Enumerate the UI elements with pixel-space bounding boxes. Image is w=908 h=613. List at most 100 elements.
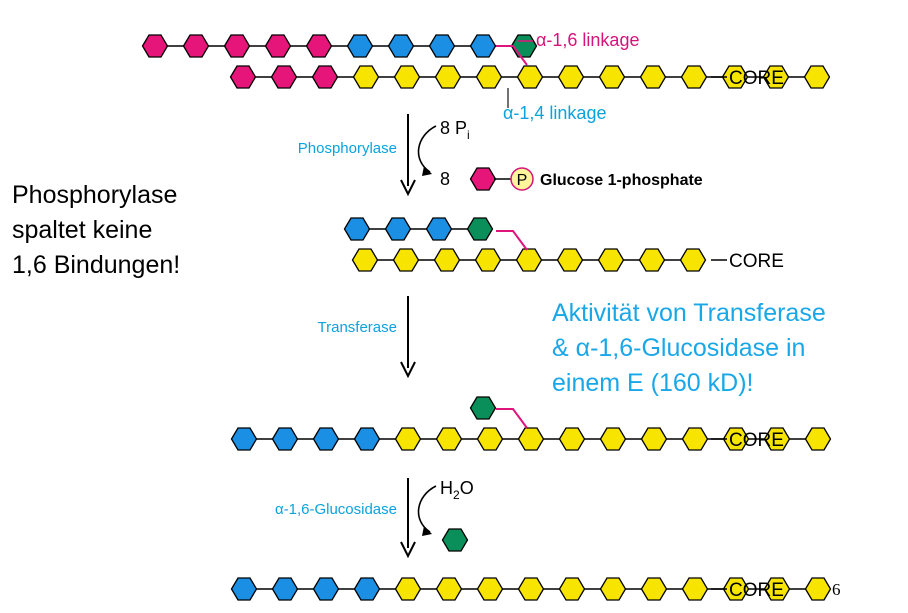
glucose-residue xyxy=(352,65,380,89)
stage3-branch-link xyxy=(496,408,528,429)
phosphorylase-curve-arrow xyxy=(417,125,437,173)
glucose-1-phosphate-label: Glucose 1-phosphate xyxy=(540,172,703,189)
stage3-core-label: CORE xyxy=(729,430,784,451)
glucose-residue xyxy=(223,34,251,58)
phosphorylase-note-line1: Phosphorylase xyxy=(12,181,178,209)
glucose-residue xyxy=(556,248,584,272)
enzyme-activity-note: Aktivität von Transferase & α-1,6-Glucos… xyxy=(552,296,892,401)
h2o-curve-arrow xyxy=(417,485,437,533)
stage2-upper-chain xyxy=(343,217,494,241)
glucose-residue xyxy=(599,427,627,451)
glucose-residue xyxy=(394,427,422,451)
phosphorylase-label: Phosphorylase xyxy=(298,140,397,157)
glucose-residue xyxy=(510,34,538,58)
glucose-residue xyxy=(387,34,415,58)
stage1-core-label: CORE xyxy=(729,68,784,89)
transferase-arrow-head xyxy=(400,361,416,379)
glucose-residue xyxy=(425,217,453,241)
glucose-residue xyxy=(466,217,494,241)
glucosidase-arrow-head xyxy=(400,541,416,559)
glucose-residue xyxy=(230,427,258,451)
glucose-residue xyxy=(721,65,749,89)
glucose-residue xyxy=(182,34,210,58)
phosphate-circle xyxy=(510,167,534,191)
glucose-residue xyxy=(639,65,667,89)
glucose-residue xyxy=(229,65,257,89)
stage4-chain xyxy=(230,577,832,601)
glucose-residue xyxy=(803,65,831,89)
stage1-upper-chain xyxy=(141,34,538,58)
glucose-residue xyxy=(469,167,497,191)
eight-label: 8 xyxy=(440,169,450,189)
glucose-residue xyxy=(230,577,258,601)
phosphorylase-note-line3: 1,6 Bindungen! xyxy=(12,251,181,279)
glucose-residue xyxy=(312,577,340,601)
stage2-core-label: CORE xyxy=(729,251,784,272)
phosphorylase-note: Phosphorylase spaltet keine 1,6 Bindunge… xyxy=(12,178,242,283)
glucose-residue xyxy=(351,248,379,272)
stage4-core-label: CORE xyxy=(729,580,784,601)
glucose-residue xyxy=(343,217,371,241)
glucose-residue xyxy=(763,577,791,601)
alpha14-linkage-label: α-1,4 linkage xyxy=(503,103,606,123)
glucose-residue xyxy=(640,577,668,601)
glucose-1-phosphate-hexagon xyxy=(469,167,497,191)
glucose-residue xyxy=(597,248,625,272)
enzyme-activity-note-line1: Aktivität von Transferase xyxy=(552,299,826,327)
glucose-residue xyxy=(679,248,707,272)
glucose-residue xyxy=(722,427,750,451)
glucose-residue xyxy=(441,528,469,552)
eight-pi-label: 8 Pi xyxy=(440,118,470,142)
glucose-residue xyxy=(433,248,461,272)
glucose-residue xyxy=(475,65,503,89)
stage3-single-residue xyxy=(469,396,497,420)
h2o-label: H2O xyxy=(440,478,474,502)
phosphorylase-curve-arrowhead xyxy=(422,166,432,176)
glucose-residue xyxy=(558,427,586,451)
glucose-residue xyxy=(598,65,626,89)
glucose-residue xyxy=(469,396,497,420)
glucose-residue xyxy=(804,427,832,451)
stage2-branch-link xyxy=(496,230,528,251)
glucose-residue xyxy=(474,248,502,272)
glucose-residue xyxy=(311,65,339,89)
glucose-residue xyxy=(469,34,497,58)
transferase-label: Transferase xyxy=(318,319,397,336)
stage2-lower-chain xyxy=(351,248,707,272)
glucose-residue xyxy=(353,427,381,451)
alpha16-linkage-label: α-1,6 linkage xyxy=(536,30,639,50)
glucose-residue xyxy=(394,577,422,601)
stage1-lower-chain xyxy=(229,65,831,89)
glucose-residue xyxy=(353,577,381,601)
glucose-residue xyxy=(434,65,462,89)
h2o-curve-arrowhead xyxy=(422,526,432,536)
glucose-residue xyxy=(516,65,544,89)
glucose-residue xyxy=(271,577,299,601)
glucose-residue xyxy=(804,577,832,601)
released-glucose-hexagon xyxy=(441,528,469,552)
glucose-residue xyxy=(640,427,668,451)
glucose-residue xyxy=(557,65,585,89)
glucose-residue xyxy=(638,248,666,272)
glucose-residue xyxy=(680,65,708,89)
glucose-residue xyxy=(476,577,504,601)
glucose-residue xyxy=(270,65,298,89)
glucose-residue xyxy=(558,577,586,601)
phosphate-circle-label: P xyxy=(517,172,528,189)
phosphorylase-arrow-head xyxy=(400,179,416,197)
glucose-residue xyxy=(763,427,791,451)
glucose-residue xyxy=(435,427,463,451)
phosphorylase-note-line2: spaltet keine xyxy=(12,216,153,244)
glucose-residue xyxy=(517,427,545,451)
glucose-residue xyxy=(346,34,374,58)
glucose-residue xyxy=(392,248,420,272)
glucose-residue xyxy=(599,577,627,601)
glucose-residue xyxy=(476,427,504,451)
glucose-residue xyxy=(393,65,421,89)
glucose-residue xyxy=(515,248,543,272)
glucosidase-label: α-1,6-Glucosidase xyxy=(275,501,397,518)
glucose-residue xyxy=(681,577,709,601)
glucose-residue xyxy=(305,34,333,58)
glucose-residue xyxy=(681,427,709,451)
